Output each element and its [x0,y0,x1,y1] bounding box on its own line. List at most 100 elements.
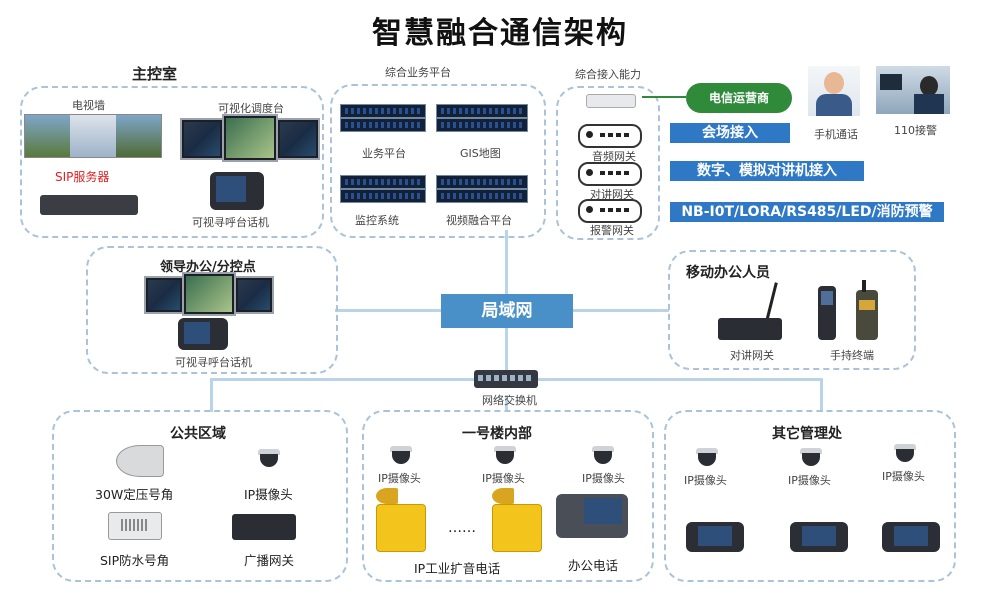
leader-phone [178,318,228,350]
console-monitor-center [222,114,278,162]
industrial-horn-1-icon [376,488,398,504]
public-area-heading: 公共区域 [170,426,226,442]
server-7 [436,175,528,189]
server-4 [436,118,528,132]
lan-box: 局域网 [441,294,573,328]
console-monitor-left [180,118,224,160]
emergency-photo [876,66,950,114]
visual-console-label: 可视化调度台 [218,102,284,115]
audio-gateway-label: 音频网关 [592,150,636,163]
other-camera-1-icon [696,448,718,466]
connector-lan-left [335,309,441,312]
video-wall-image [24,114,162,158]
connector-drop-right [820,378,823,412]
server-3 [436,104,528,118]
public-area-panel [52,410,348,582]
access-intercom-gateway-label: 对讲网关 [590,188,634,201]
network-switch-icon [474,370,538,388]
public-camera-icon [258,449,280,467]
broadcast-gateway-label: 广播网关 [244,553,295,568]
console-monitor-right [276,118,320,160]
other-heading: 其它管理处 [772,426,842,442]
leader-monitor-right [234,276,274,314]
other-camera-2-icon [800,448,822,466]
alarm-gateway-label: 报警网关 [590,224,634,237]
business-platform-item: 业务平台 [362,147,406,160]
building-camera-1-icon [390,446,412,464]
leader-monitor-left [144,276,184,314]
connector-drop-left [210,378,213,412]
other-desk-phone-2-icon [790,522,848,552]
dots: …… [448,520,476,536]
monitoring-system-item: 监控系统 [355,214,399,227]
mobile-call-photo [808,66,860,116]
intercom-access-bar: 数字、模拟对讲机接入 [670,161,864,181]
video-wall-label: 电视墙 [72,99,105,112]
other-camera-2-label: IP摄像头 [788,474,831,487]
iot-access-bar: NB-I0T/LORA/RS485/LED/消防预警 [670,202,944,222]
gis-map-item: GIS地图 [460,147,501,160]
building-camera-3-label: IP摄像头 [582,472,625,485]
industrial-phone-1-icon [376,504,426,552]
other-panel [664,410,956,582]
office-phone-label: 办公电话 [568,558,619,573]
leader-office-panel [86,246,338,374]
building-camera-2-label: IP摄像头 [482,472,525,485]
connector-drop-mid [505,395,508,412]
leader-office-heading: 领导办公/分控点 [160,260,256,275]
waterproof-horn-icon [108,512,162,540]
business-platform-heading: 综合业务平台 [385,66,451,79]
conference-access-bar: 会场接入 [670,123,790,143]
building-heading: 一号楼内部 [462,426,532,442]
connector-lan-switch [505,328,508,370]
horn-label: 30W定压号角 [95,487,174,502]
main-control-panel [20,86,324,238]
sip-server-device [40,195,138,215]
public-camera-label: IP摄像头 [244,487,293,502]
leader-phone-label: 可视寻呼台话机 [175,356,252,369]
server-8 [436,189,528,203]
other-desk-phone-1-icon [686,522,744,552]
handheld-radio [856,280,878,340]
broadcast-gateway-icon [232,514,296,540]
mobile-call-label: 手机通话 [814,128,858,141]
building-camera-2-icon [494,446,516,464]
mobile-intercom-gateway-label: 对讲网关 [730,349,774,362]
access-top-device [586,94,636,108]
intercom-gateway-icon [578,162,642,186]
industrial-phone-label: IP工业扩音电话 [414,561,501,576]
business-platform-panel [330,84,546,238]
server-2 [340,118,426,132]
handheld-label: 手持终端 [830,349,874,362]
connector-lan-right [573,309,669,312]
industrial-phone-2-icon [492,504,542,552]
leader-monitor-center [182,272,236,316]
handheld-phone [818,286,836,340]
other-camera-3-label: IP摄像头 [882,470,925,483]
access-panel [556,86,660,240]
industrial-horn-2-icon [492,488,514,504]
alarm-gateway-icon [578,199,642,223]
server-5 [340,175,426,189]
emergency-label: 110接警 [894,124,937,137]
diagram-title: 智慧融合通信架构 [372,16,628,51]
access-heading: 综合接入能力 [575,68,641,81]
main-visual-phone-label: 可视寻呼台话机 [192,216,269,229]
video-fusion-item: 视频融合平台 [446,214,512,227]
sip-server-label: SIP服务器 [55,170,110,184]
other-desk-phone-3-icon [882,522,940,552]
main-control-heading: 主控室 [132,65,178,83]
horn-speaker-icon [116,445,164,477]
mobile-staff-panel [668,250,916,370]
audio-gateway-icon [578,124,642,148]
building-panel [362,410,654,582]
building-camera-3-icon [592,446,614,464]
connector-vertical-top [505,230,508,294]
other-camera-3-icon [894,444,916,462]
building-camera-1-label: IP摄像头 [378,472,421,485]
router-device [718,318,782,340]
mobile-staff-heading: 移动办公人员 [686,265,770,281]
carrier-link [642,96,686,98]
waterproof-horn-label: SIP防水号角 [100,553,170,568]
other-camera-1-label: IP摄像头 [684,474,727,487]
